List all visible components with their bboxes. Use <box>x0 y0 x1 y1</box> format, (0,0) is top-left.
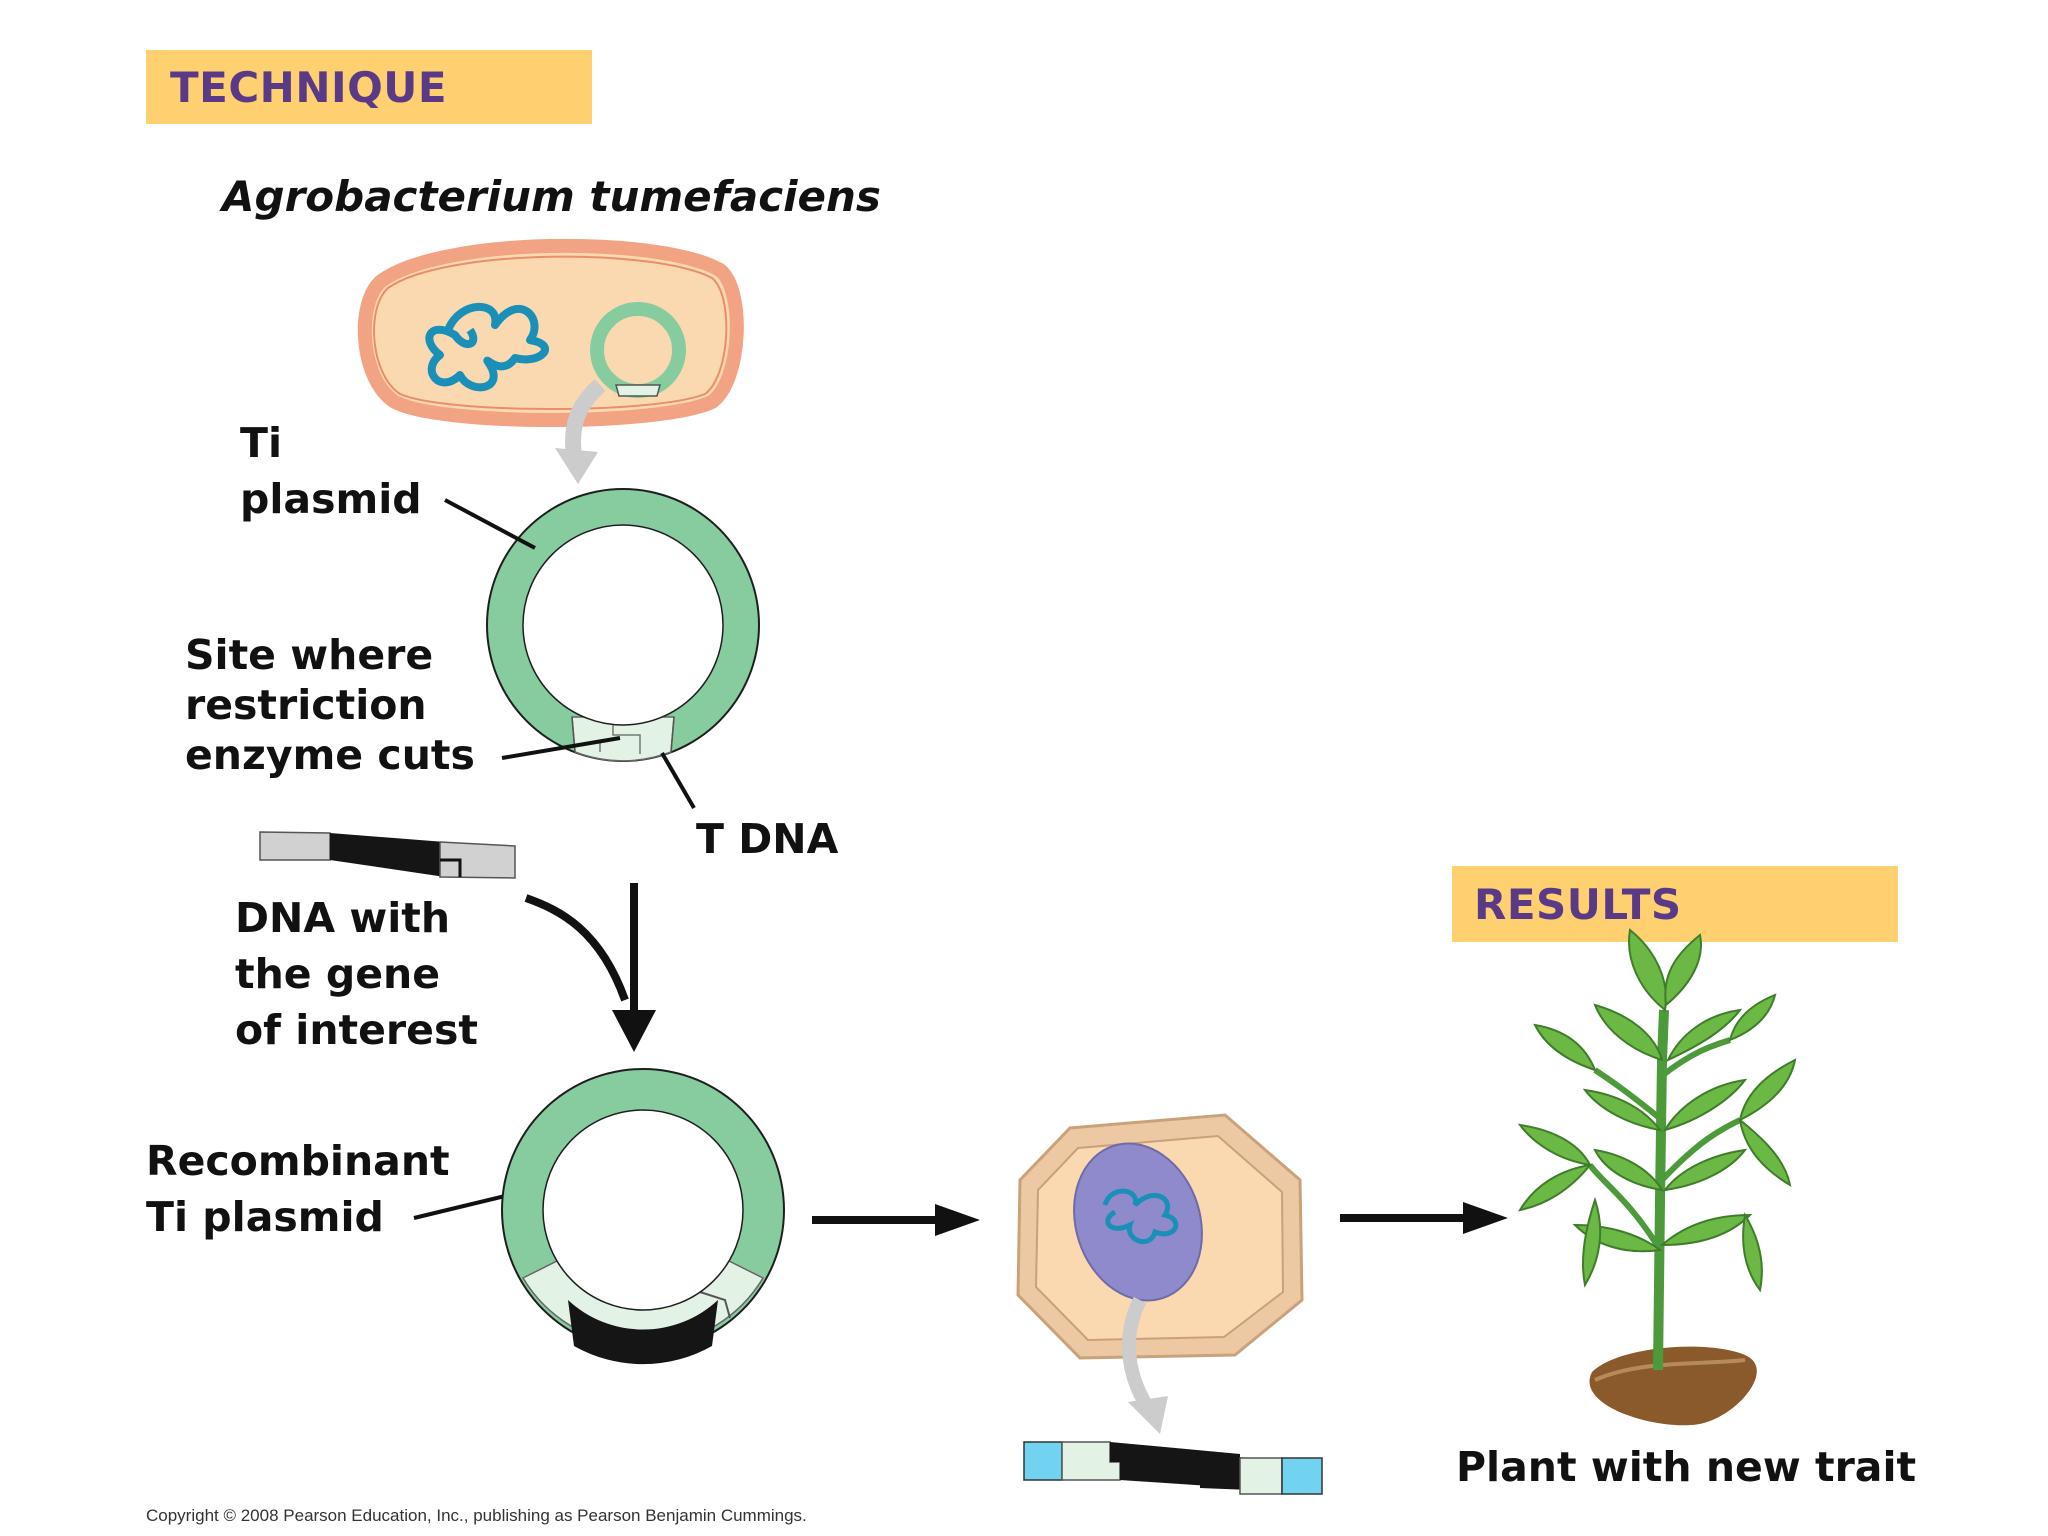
gene-of-interest-label-line-2: the gene <box>235 950 441 998</box>
restriction-site-label: Site where restriction enzyme cuts <box>185 630 475 780</box>
gray-arrowhead-1 <box>555 448 598 484</box>
restriction-site-label-line-1: Site where <box>185 631 434 679</box>
ti-plasmid-label: Ti plasmid <box>240 415 422 527</box>
restriction-site-label-line-2: restriction <box>185 681 427 729</box>
technique-header-text: TECHNIQUE <box>170 62 448 112</box>
bacterium-cell <box>357 238 744 427</box>
ti-plasmid <box>486 488 760 762</box>
copyright-notice: Copyright © 2008 Pearson Education, Inc.… <box>146 1506 807 1525</box>
gene-of-interest-label: DNA with the gene of interest <box>235 890 478 1058</box>
recombinant-label: Recombinant Ti plasmid <box>146 1133 450 1245</box>
small-ti-plasmid <box>590 302 686 398</box>
arrowhead-to-plant-cell <box>935 1204 980 1236</box>
recombinant-label-line-2: Ti plasmid <box>146 1193 384 1241</box>
plant-cell <box>1016 1113 1304 1360</box>
plant-chromosome-dna <box>1023 1441 1323 1495</box>
soil <box>1589 1346 1757 1426</box>
gray-arrowhead-2 <box>1128 1396 1168 1434</box>
plant-cell-chromosome <box>1102 1188 1179 1245</box>
restriction-site-leader <box>501 736 621 760</box>
gray-arrow-plasmid-extraction <box>565 379 606 457</box>
ti-plasmid-label-line-2: plasmid <box>240 475 422 523</box>
plant-stem <box>1653 1009 1669 1371</box>
ti-plasmid-label-line-1: Ti <box>240 419 283 467</box>
transgenic-plant <box>1517 928 1797 1426</box>
gene-of-interest-label-line-1: DNA with <box>235 894 451 942</box>
bacterial-chromosome <box>425 302 549 392</box>
t-dna-label: T DNA <box>696 815 839 863</box>
arrowhead-to-plant <box>1463 1202 1508 1234</box>
insertion-arrowhead <box>612 1010 656 1052</box>
t-dna-leader <box>660 751 696 810</box>
recombinant-ti-plasmid <box>501 1068 785 1365</box>
gray-arrow-integration <box>1122 1296 1154 1412</box>
results-header: RESULTS <box>1452 866 1898 942</box>
gene-dna-fragment <box>259 831 516 879</box>
recombinant-label-line-1: Recombinant <box>146 1137 450 1185</box>
plant-cell-nucleus <box>1073 1142 1203 1302</box>
technique-header: TECHNIQUE <box>146 50 592 124</box>
species-name: Agrobacterium tumefaciens <box>222 172 881 221</box>
plant-label: Plant with new trait <box>1456 1443 1917 1491</box>
insertion-arrow-curve <box>524 894 629 1002</box>
restriction-site-label-line-3: enzyme cuts <box>185 731 475 779</box>
ti-plasmid-leader <box>444 498 536 550</box>
gene-of-interest-label-line-3: of interest <box>235 1006 478 1054</box>
results-header-text: RESULTS <box>1474 879 1682 929</box>
